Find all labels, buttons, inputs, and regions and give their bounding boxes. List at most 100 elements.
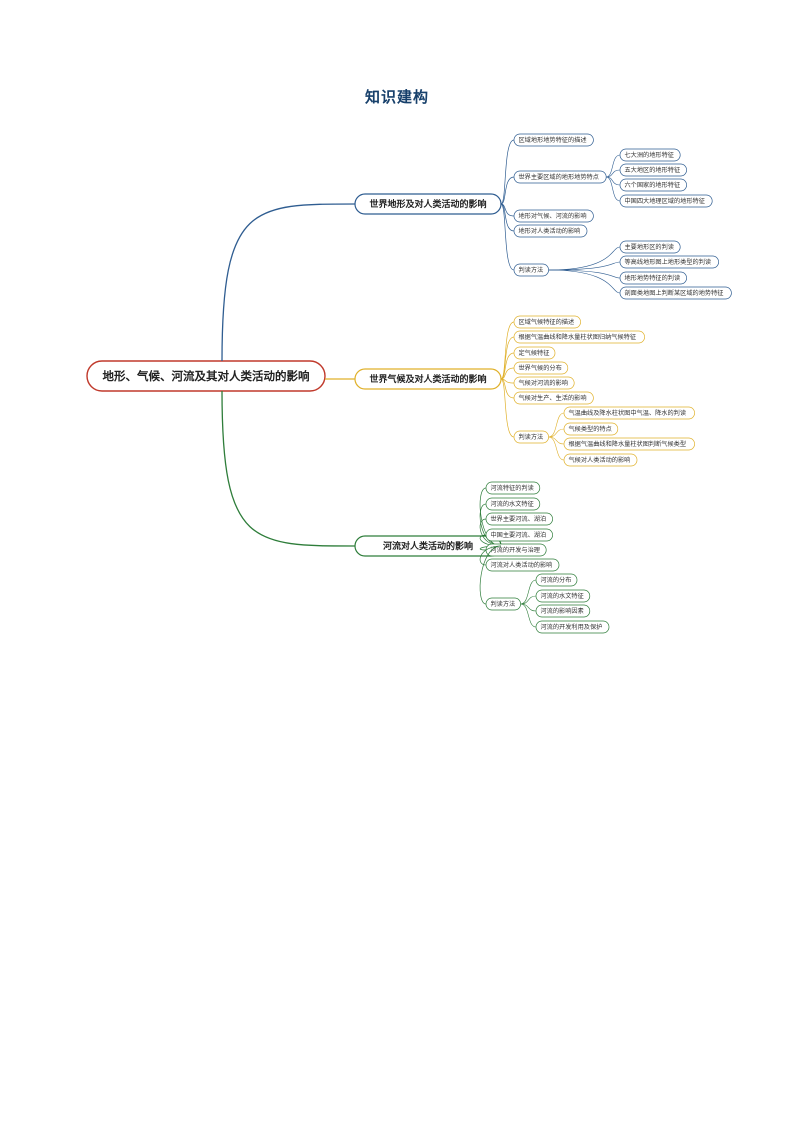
branch-1-item-1-label: 区域地形地势特征的描述: [519, 136, 587, 144]
branch-1-item-5-child-1-box: [619, 240, 681, 254]
branch-1-item-2-child-4-box: [619, 194, 713, 208]
branch-1-item-2-child-1-label: 七大洲的地形特征: [625, 151, 675, 159]
branch-2-item-7-child-1[interactable]: 气温曲线及降水柱状图中气温、降水的判读: [563, 406, 695, 420]
branch-3-item-3-label: 世界主要河流、湖泊: [491, 515, 547, 523]
branch-1-item-4-box: [513, 224, 588, 238]
child-connector: [520, 603, 537, 628]
child-connector: [548, 261, 621, 271]
branch-3-item-4[interactable]: 中国主要河流、湖泊: [485, 528, 553, 542]
item-connector: [500, 378, 515, 438]
child-connector: [548, 269, 621, 279]
item-connector: [500, 352, 515, 380]
branch-node-1-label: 世界地形及对人类活动的影响: [369, 198, 486, 210]
branch-2-item-7-child-4[interactable]: 气候对人类活动的影响: [563, 453, 638, 467]
child-connector: [548, 436, 565, 445]
branch-2-item-5-label: 气候对河流的影响: [519, 379, 569, 387]
branch-1-item-5-child-2-box: [619, 255, 719, 269]
branch-1-item-5-child-3[interactable]: 地形地势特征的判读: [619, 271, 687, 285]
branch-2-item-6[interactable]: 气候对生产、生活的影响: [513, 391, 594, 405]
branch-3-item-7-child-1[interactable]: 河流的分布: [535, 573, 578, 587]
branch-1-item-5-child-4-label: 剖面类地图上判断某区域的地势特征: [625, 289, 724, 297]
branch-3-item-3-box: [485, 512, 553, 526]
branch-1-item-2-child-2[interactable]: 五大地区的地形特征: [619, 163, 687, 177]
branch-3-item-2-label: 河流的水文特征: [491, 500, 534, 508]
branch-2-item-4-label: 世界气候的分布: [519, 364, 562, 372]
branch-node-1[interactable]: 世界地形及对人类活动的影响: [354, 193, 502, 215]
branch-connector-1: [221, 203, 356, 362]
branch-2-item-6-box: [513, 391, 594, 405]
branch-1-item-2-child-1[interactable]: 七大洲的地形特征: [619, 148, 681, 162]
branch-2-item-7-child-4-box: [563, 453, 638, 467]
branch-2-item-7-child-2[interactable]: 气候类型的特点: [563, 422, 619, 436]
branch-1-item-2[interactable]: 世界主要区域的地形地势特点: [513, 170, 607, 184]
branch-2-item-7-child-1-box: [563, 406, 695, 420]
branch-2-item-7-child-3-box: [563, 437, 695, 451]
branch-2-item-1[interactable]: 区域气候特征的描述: [513, 315, 581, 329]
branch-2-item-7-child-3[interactable]: 根据气温曲线和降水量柱状图判断气候类型: [563, 437, 695, 451]
branch-2-item-7-child-2-box: [563, 422, 619, 436]
branch-2-item-7-child-3-label: 根据气温曲线和降水量柱状图判断气候类型: [569, 440, 687, 448]
branch-2-item-5-box: [513, 376, 575, 390]
branch-2-item-7[interactable]: 判读方法: [513, 430, 549, 444]
branch-1-item-2-child-4[interactable]: 中国四大地理区域的地形特征: [619, 194, 713, 208]
branch-3-item-3[interactable]: 世界主要河流、湖泊: [485, 512, 553, 526]
branch-3-item-7-child-2-box: [535, 589, 591, 603]
child-connector: [548, 436, 565, 461]
branch-2-item-7-label: 判读方法: [519, 433, 544, 441]
item-connector: [500, 139, 515, 205]
child-connector: [520, 579, 537, 605]
branch-3-item-6-box: [485, 558, 560, 572]
branch-2-item-7-child-1-label: 气温曲线及降水柱状图中气温、降水的判读: [569, 409, 687, 417]
branch-1-item-5[interactable]: 判读方法: [513, 263, 549, 277]
branch-3-item-7-child-3[interactable]: 河流的影响因素: [535, 604, 591, 618]
branch-3-item-7-child-4-label: 河流的开发利用及保护: [541, 623, 603, 631]
branch-1-item-5-child-4[interactable]: 剖面类地图上判断某区域的地势特征: [619, 286, 732, 300]
child-connector: [548, 428, 565, 438]
root-node-label: 地形、气候、河流及其对人类活动的影响: [103, 369, 310, 383]
branch-1-item-3-box: [513, 209, 594, 223]
root-node[interactable]: 地形、气候、河流及其对人类活动的影响: [86, 360, 326, 392]
branch-2-item-4[interactable]: 世界气候的分布: [513, 361, 569, 375]
child-connector: [606, 169, 621, 178]
branch-3-item-1[interactable]: 河流特征的判读: [485, 481, 541, 495]
branch-node-2[interactable]: 世界气候及对人类活动的影响: [354, 368, 502, 390]
branch-3-item-7-label: 判读方法: [491, 600, 516, 608]
child-connector: [606, 154, 621, 178]
branch-2-item-2[interactable]: 根据气温曲线和降水量柱状图归纳气候特征: [513, 330, 645, 344]
child-connector: [606, 176, 621, 186]
branch-1-item-3-label: 地形对气候、河流的影响: [519, 212, 587, 220]
branch-1-item-1[interactable]: 区域地形地势特征的描述: [513, 133, 594, 147]
branch-3-item-5[interactable]: 河流的开发与治理: [485, 543, 547, 557]
branch-1-item-5-child-1[interactable]: 主要地形区的判读: [619, 240, 681, 254]
branch-3-item-7-child-1-box: [535, 573, 578, 587]
branch-1-item-5-child-2[interactable]: 等高线地形图上地形类型的判读: [619, 255, 719, 269]
item-connector: [500, 367, 515, 380]
branch-2-item-2-box: [513, 330, 645, 344]
branch-1-item-5-child-1-label: 主要地形区的判读: [625, 243, 675, 251]
branch-3-item-4-label: 中国主要河流、湖泊: [491, 531, 547, 539]
branch-3-item-7-child-4[interactable]: 河流的开发利用及保护: [535, 620, 610, 634]
child-connector: [548, 412, 565, 438]
branch-1-item-3[interactable]: 地形对气候、河流的影响: [513, 209, 594, 223]
branch-3-item-7-child-2[interactable]: 河流的水文特征: [535, 589, 591, 603]
item-connector: [479, 545, 502, 605]
branch-1-item-5-child-2-label: 等高线地形图上地形类型的判读: [625, 258, 712, 266]
branch-1-item-2-child-3-box: [619, 178, 687, 192]
branch-3-item-6[interactable]: 河流对人类活动的影响: [485, 558, 560, 572]
branch-1-item-2-child-3[interactable]: 六个国家的地形特征: [619, 178, 687, 192]
branch-2-item-7-child-4-label: 气候对人类活动的影响: [569, 456, 631, 464]
branch-1-item-4[interactable]: 地形对人类活动的影响: [513, 224, 588, 238]
branch-3-item-7[interactable]: 判读方法: [485, 597, 521, 611]
branch-1-item-2-child-1-box: [619, 148, 681, 162]
branch-2-item-3[interactable]: 定气候特征: [513, 346, 556, 360]
branch-2-item-5[interactable]: 气候对河流的影响: [513, 376, 575, 390]
branch-1-item-5-child-3-box: [619, 271, 687, 285]
branch-2-item-1-label: 区域气候特征的描述: [519, 318, 575, 326]
page-title: 知识建构: [364, 88, 429, 106]
branch-node-3[interactable]: 河流对人类活动的影响: [354, 535, 502, 557]
branch-node-2-label: 世界气候及对人类活动的影响: [369, 373, 486, 385]
branch-3-item-7-child-3-label: 河流的影响因素: [541, 607, 584, 615]
child-connector: [520, 595, 537, 605]
branch-3-item-4-box: [485, 528, 553, 542]
branch-3-item-2[interactable]: 河流的水文特征: [485, 497, 541, 511]
